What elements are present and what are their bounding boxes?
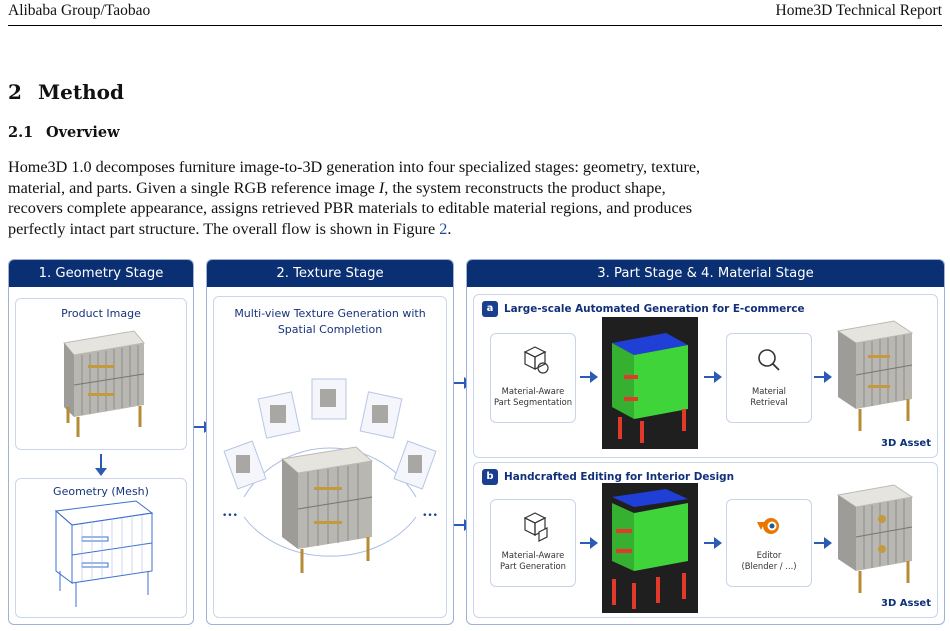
exploded-nightstand-icon bbox=[612, 489, 688, 609]
right-arrow-icon bbox=[814, 537, 832, 549]
section-title: Method bbox=[38, 80, 124, 104]
part-material-stage-title: 3. Part Stage & 4. Material Stage bbox=[467, 260, 944, 287]
product-image-label: Product Image bbox=[61, 307, 141, 320]
row-b-badge: b bbox=[482, 469, 498, 485]
reference-image-variable: I bbox=[378, 178, 385, 197]
paragraph-line: Home3D 1.0 decomposes furniture image-to… bbox=[8, 158, 701, 176]
material-retrieval-card[interactable]: Material Retrieval bbox=[726, 333, 812, 423]
ecommerce-row: a Large-scale Automated Generation for E-… bbox=[473, 294, 938, 458]
asset-label-a: 3D Asset bbox=[881, 438, 931, 449]
right-arrow-icon bbox=[580, 537, 598, 549]
header-rule bbox=[8, 25, 942, 26]
asset-label-b: 3D Asset bbox=[881, 598, 931, 609]
editor-card[interactable]: Editor (Blender / ...) bbox=[726, 499, 812, 587]
interior-design-row: b Handcrafted Editing for Interior Design… bbox=[473, 462, 938, 618]
mesh-box: Geometry (Mesh) bbox=[15, 478, 187, 618]
edited-asset-render bbox=[836, 484, 914, 593]
down-arrow-icon bbox=[95, 454, 107, 476]
nightstand-photo-icon bbox=[63, 330, 145, 437]
generation-label-line2: Part Generation bbox=[500, 561, 566, 571]
right-arrow-icon bbox=[704, 371, 722, 383]
cube-parts-icon bbox=[523, 346, 549, 374]
segmented-part-render bbox=[602, 317, 698, 449]
product-image-box: Product Image bbox=[15, 298, 187, 450]
paragraph-line: material, and parts. Given a single RGB … bbox=[8, 178, 944, 199]
pipeline-figure: 1. Geometry Stage Product Image bbox=[8, 259, 945, 629]
texture-stage-title: 2. Texture Stage bbox=[207, 260, 453, 287]
part-material-stage-panel: 3. Part Stage & 4. Material Stage a Large… bbox=[466, 259, 945, 625]
mesh-label: Geometry (Mesh) bbox=[53, 485, 149, 498]
texture-subtitle-line2: Spatial Completion bbox=[277, 323, 383, 336]
texture-subtitle-line1: Multi-view Texture Generation with bbox=[234, 307, 426, 320]
right-arrow-icon bbox=[704, 537, 722, 549]
ecommerce-row-title: Large-scale Automated Generation for E-c… bbox=[504, 303, 805, 315]
paragraph-line: recovers complete appearance, assigns re… bbox=[8, 199, 693, 217]
part-generation-card: Material-Aware Part Generation bbox=[490, 499, 576, 587]
paragraph-text: material, and parts. Given a single RGB … bbox=[8, 178, 379, 197]
texture-stage-panel: 2. Texture Stage Multi-view Texture Gene… bbox=[206, 259, 454, 625]
blender-logo-icon bbox=[757, 518, 779, 534]
search-icon bbox=[758, 349, 780, 371]
generation-label-line1: Material-Aware bbox=[501, 550, 565, 560]
right-arrow-icon bbox=[580, 371, 598, 383]
subsection-heading: 2.1 Overview bbox=[8, 124, 120, 141]
figure-reference-link[interactable]: 2 bbox=[439, 219, 448, 238]
segmentation-label-line2: Part Segmentation bbox=[493, 397, 573, 407]
section-heading: 2 Method bbox=[8, 80, 124, 104]
paragraph-text: perfectly intact part structure. The ove… bbox=[8, 219, 440, 238]
overview-paragraph: Home3D 1.0 decomposes furniture image-to… bbox=[8, 157, 944, 239]
editor-label-line2: (Blender / ...) bbox=[741, 561, 797, 571]
editor-label-line1: Editor bbox=[756, 550, 782, 560]
segmentation-label-line1: Material-Aware bbox=[501, 386, 565, 396]
retrieval-label-line2: Retrieval bbox=[750, 397, 788, 407]
wireframe-mesh-icon bbox=[54, 500, 154, 607]
final-asset-render bbox=[836, 320, 914, 431]
geometry-stage-title: 1. Geometry Stage bbox=[9, 260, 193, 287]
exploded-part-render bbox=[602, 483, 698, 613]
paragraph-text: . bbox=[447, 219, 452, 238]
cube-generation-icon bbox=[523, 512, 548, 542]
interior-row-header: b Handcrafted Editing for Interior Design bbox=[482, 469, 734, 485]
section-number: 2 bbox=[8, 80, 22, 104]
row-a-badge: a bbox=[482, 301, 498, 317]
part-segmentation-card: Material-Aware Part Segmentation bbox=[490, 333, 576, 423]
geometry-stage-panel: 1. Geometry Stage Product Image bbox=[8, 259, 194, 625]
segmented-nightstand-icon bbox=[612, 333, 688, 443]
right-arrow-icon bbox=[814, 371, 832, 383]
subsection-title: Overview bbox=[46, 124, 120, 141]
texture-generation-box: Multi-view Texture Generation with Spati… bbox=[213, 296, 447, 618]
ellipsis-left: ••• bbox=[222, 511, 238, 521]
ecommerce-row-header: a Large-scale Automated Generation for E-… bbox=[482, 301, 805, 317]
multi-view-render-icon bbox=[223, 378, 437, 573]
header-report-title: Home3D Technical Report bbox=[775, 2, 943, 19]
running-header: Alibaba Group/Taobao Home3D Technical Re… bbox=[8, 2, 942, 26]
subsection-number: 2.1 bbox=[8, 124, 34, 141]
interior-row-title: Handcrafted Editing for Interior Design bbox=[504, 471, 735, 483]
paragraph-text: , the system reconstructs the product sh… bbox=[384, 178, 666, 197]
paragraph-line: perfectly intact part structure. The ove… bbox=[8, 219, 944, 240]
ellipsis-right: ••• bbox=[422, 511, 438, 521]
header-affiliation: Alibaba Group/Taobao bbox=[8, 2, 151, 19]
retrieval-label-line1: Material bbox=[751, 386, 787, 396]
